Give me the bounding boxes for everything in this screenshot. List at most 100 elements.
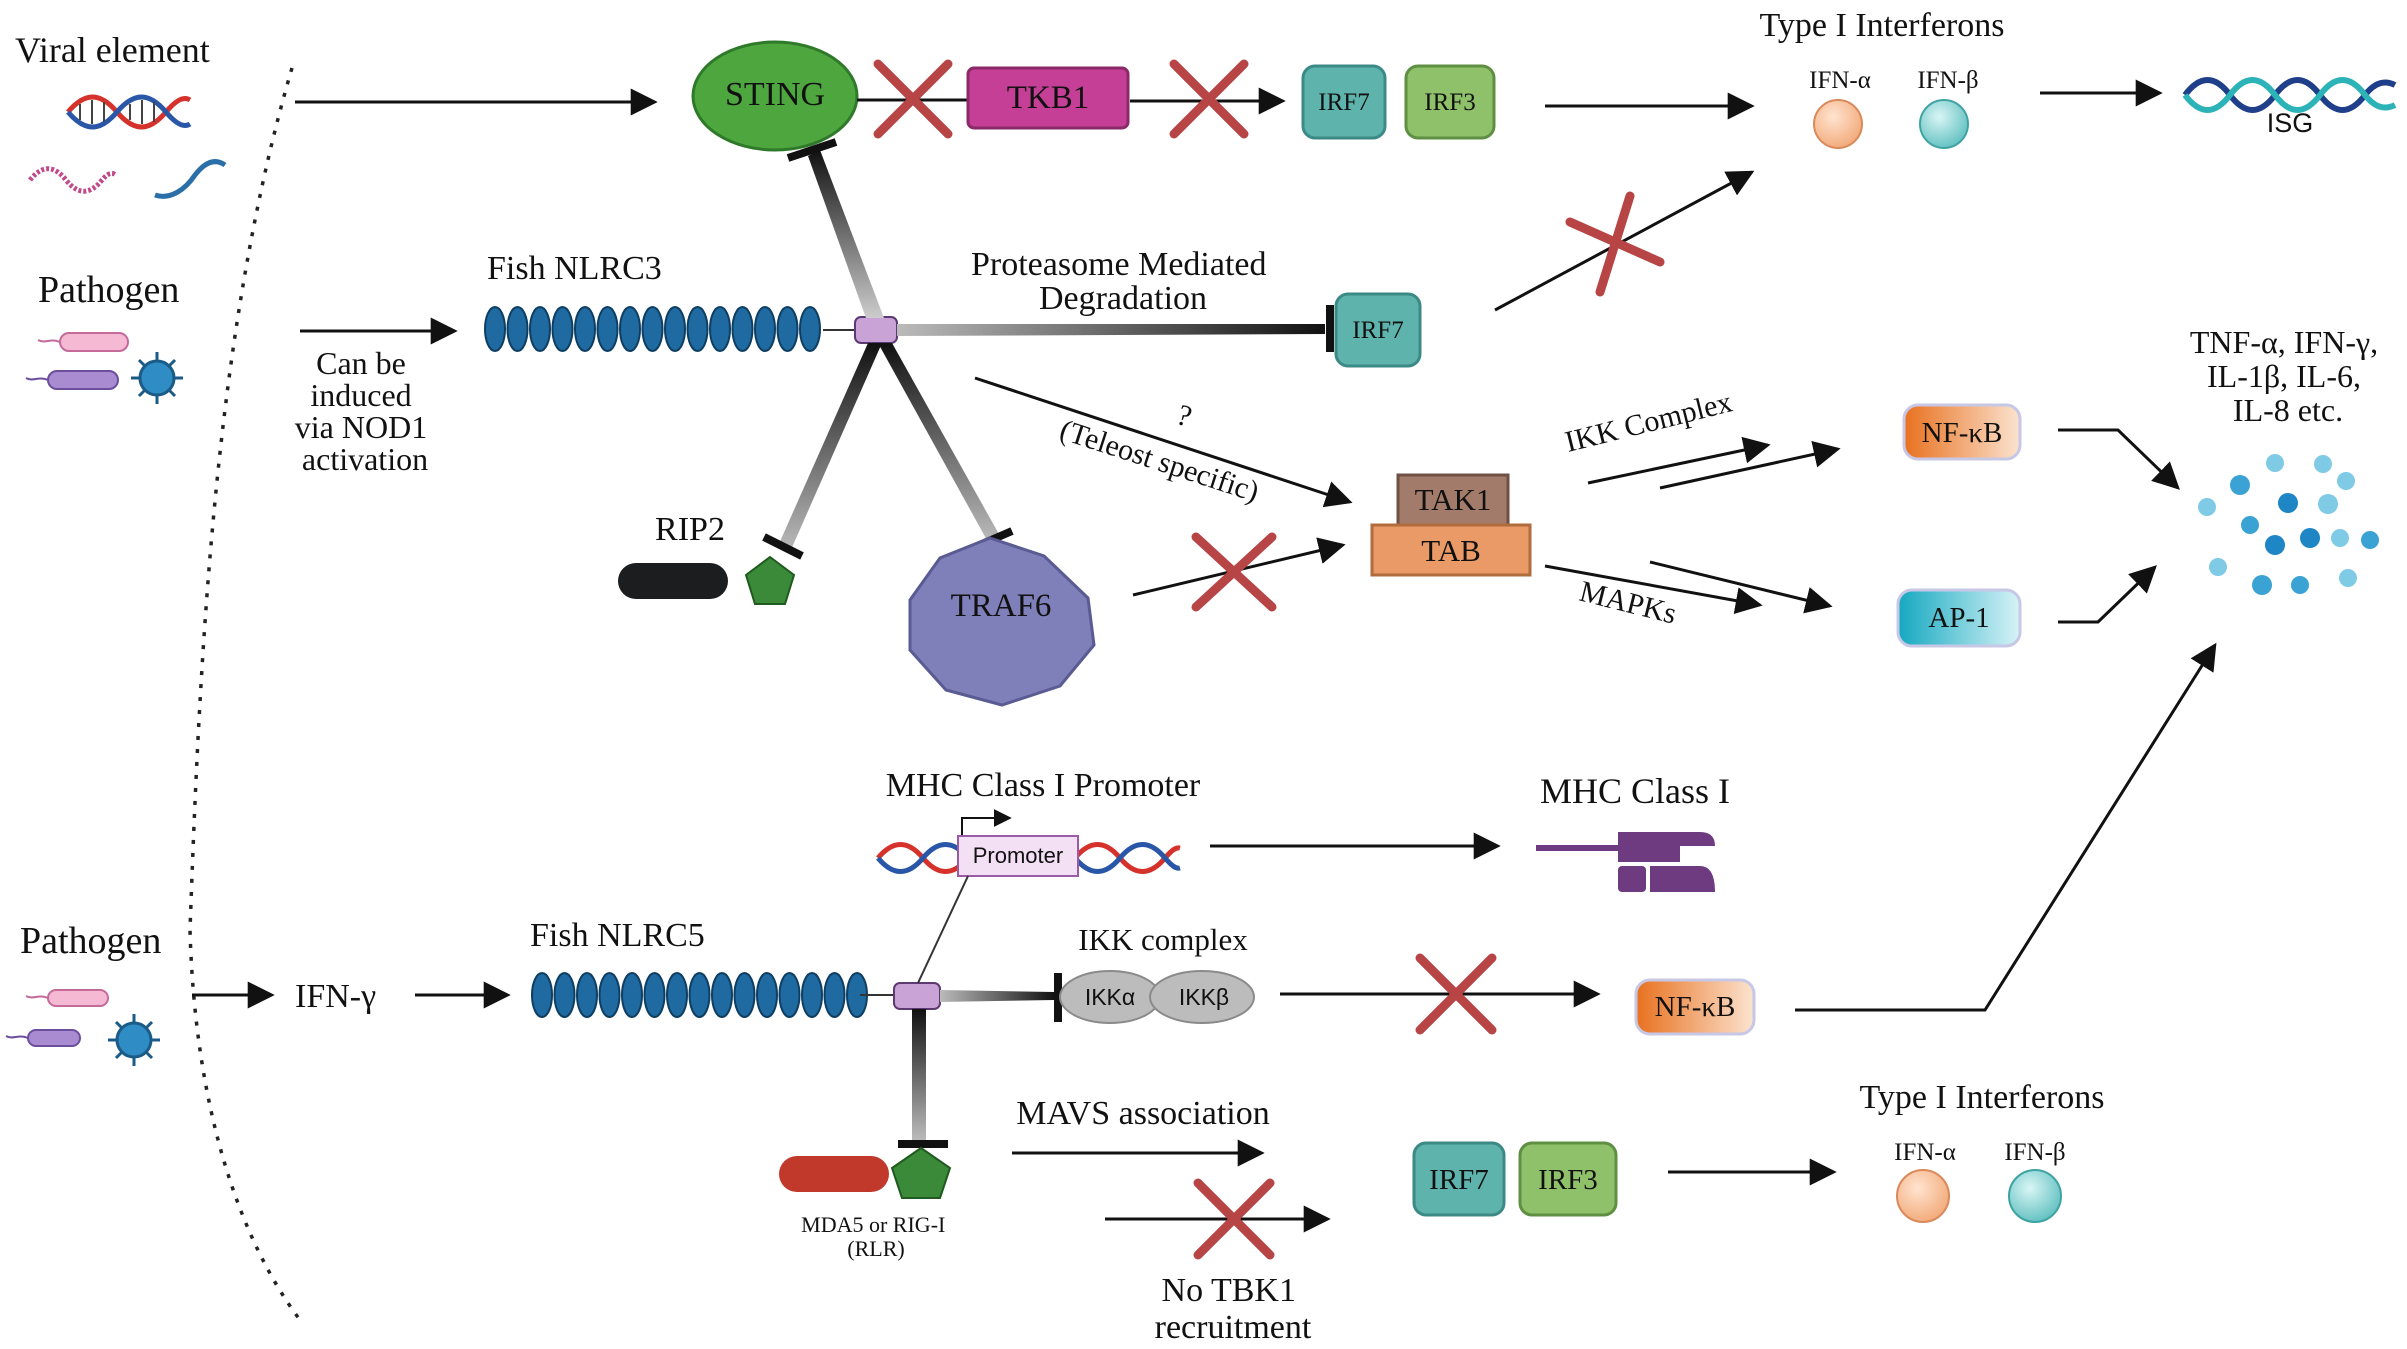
nfkb-upper-label: NF-κB <box>1922 417 2003 449</box>
mda5-rlr-label: MDA5 or RIG-I (RLR) <box>801 1212 951 1261</box>
promoter-dna-icon <box>876 842 1181 874</box>
traf6-label: TRAF6 <box>951 588 1052 624</box>
lrr-repeat <box>756 972 778 1018</box>
irf7-top-label: IRF7 <box>1318 89 1369 116</box>
traf6-node <box>908 536 1096 707</box>
nlrc5-inhibits-rlr <box>898 1009 948 1148</box>
nod1-induction-note: Can be induced via NOD1 activation <box>295 345 435 477</box>
lrr-repeat <box>778 972 801 1018</box>
membrane-boundary <box>188 67 302 1322</box>
nfkb-lower-label: NF-κB <box>1655 991 1736 1023</box>
ikk-complex-lower-label: IKK complex <box>1078 922 1248 957</box>
mapks-label: MAPKs <box>1576 575 1679 631</box>
viral-element-label: Viral element <box>15 30 210 70</box>
block-cross-irf7-ifn <box>1565 191 1665 297</box>
lrr-repeat <box>551 306 574 352</box>
proteasome-degradation-label: Proteasome Mediated Degradation <box>971 246 1275 317</box>
lrr-repeat <box>553 972 576 1018</box>
block-cross-traf6-tak1 <box>1191 532 1277 612</box>
nlrc5-hub <box>893 982 941 1010</box>
rip2-label: RIP2 <box>655 511 725 548</box>
lrr-repeat <box>688 972 711 1018</box>
lrr-repeat <box>733 972 756 1018</box>
nlrc3-hub <box>854 316 898 344</box>
tkb1-node <box>966 66 1130 130</box>
tak1-label: TAK1 <box>1415 482 1492 517</box>
ap1-label: AP-1 <box>1928 602 1989 634</box>
ifn-beta-bottom-label: IFN-β <box>2004 1139 2065 1166</box>
promoter-label: Promoter <box>973 843 1063 868</box>
sting-label: STING <box>725 76 825 113</box>
ifn-alpha-top-icon <box>1813 99 1863 149</box>
bacteria-icon <box>25 332 129 390</box>
ifn-beta-top-icon <box>1919 99 1969 149</box>
block-cross-tbk1 <box>1193 1178 1275 1260</box>
mhc-promoter-title: MHC Class I Promoter <box>886 767 1201 804</box>
nlrc5-lrr-domain <box>531 972 868 1018</box>
cytokines-label: TNF-α, IFN-γ, IL-1β, IL-6, IL-8 etc. <box>2190 324 2386 428</box>
virus-bottom-icon <box>108 1014 160 1066</box>
lrr-repeat <box>529 306 551 352</box>
irf7-mid-label: IRF7 <box>1352 317 1403 344</box>
lrr-repeat <box>799 306 821 352</box>
lrr-repeat <box>598 972 621 1018</box>
nlrc5-inhibits-ikk <box>940 973 1062 1022</box>
mda5-helicase-domain <box>890 1146 952 1199</box>
tab-node <box>1370 523 1532 577</box>
lrr-repeat <box>484 306 506 352</box>
cytokine-dot <box>2241 516 2259 534</box>
rip2-kinase-domain <box>744 555 796 605</box>
viral-dna-icon <box>66 94 192 130</box>
tak1-node <box>1396 473 1510 527</box>
arrow-ap1-to-cytokines <box>2058 565 2157 624</box>
cytokine-dot <box>2278 493 2298 513</box>
bacteria-bottom-icon <box>5 989 109 1047</box>
ifn-gamma-label: IFN-γ <box>295 978 376 1015</box>
lrr-repeat <box>686 306 709 352</box>
irf3-top-label: IRF3 <box>1424 89 1475 116</box>
mhc-class1-icon <box>1536 832 1715 892</box>
ikk-alpha-label: IKKα <box>1085 984 1135 1010</box>
lrr-repeat <box>641 306 664 352</box>
cytokine-dot <box>2314 455 2332 473</box>
cytokine-dot <box>2265 535 2285 555</box>
block-cross-tkb1-irf <box>1169 59 1249 139</box>
lrr-repeat <box>619 306 641 352</box>
lrr-repeat <box>621 972 643 1018</box>
arrow-tak1-mapk-2 <box>1649 560 1833 614</box>
arrow-tak1-ikk-2 <box>1659 441 1841 490</box>
cytokine-dot <box>2198 498 2216 516</box>
nlrc3-inhibits-sting <box>786 138 884 318</box>
ikk-complex-upper-label: IKK Complex <box>1562 385 1736 458</box>
pathogen-bottom-label: Pathogen <box>20 920 161 962</box>
cytokine-dot <box>2361 531 2379 549</box>
irf7-bottom-node <box>1412 1141 1506 1217</box>
no-tbk1-label: No TBK1 recruitment <box>1155 1272 1312 1346</box>
mda5-card-domain <box>779 1156 889 1192</box>
cytokine-dot <box>2266 454 2284 472</box>
lrr-repeat <box>576 972 598 1018</box>
irf3-top-node <box>1404 64 1496 140</box>
arrow-tak1-ikk-1 <box>1587 436 1771 485</box>
lrr-repeat <box>823 972 846 1018</box>
virus-icon <box>131 352 183 404</box>
cytokine-dot <box>2230 475 2250 495</box>
lrr-repeat <box>574 306 596 352</box>
irf7-mid-node <box>1334 292 1422 368</box>
lrr-repeat <box>664 306 686 352</box>
cytokine-dot <box>2252 575 2272 595</box>
isg-label: ISG <box>2267 108 2314 138</box>
nlrc3-inhibits-irf7 <box>897 305 1334 352</box>
cytokine-dot <box>2291 576 2309 594</box>
lrr-repeat <box>731 306 754 352</box>
type1-ifn-top-title: Type I Interferons <box>1760 7 2005 44</box>
viral-rna-icon <box>28 166 118 194</box>
ifn-alpha-top-label: IFN-α <box>1809 67 1871 94</box>
irf3-bottom-node <box>1518 1141 1618 1217</box>
ikk-beta-node <box>1149 970 1255 1024</box>
cytokine-dot <box>2331 529 2349 547</box>
block-cross-sting-tkb1 <box>873 59 953 139</box>
nlrc3-lrr-domain <box>484 306 821 352</box>
viral-rna-helix-icon <box>154 159 227 199</box>
arrow-nlrc3-to-tak1 <box>974 376 1353 508</box>
